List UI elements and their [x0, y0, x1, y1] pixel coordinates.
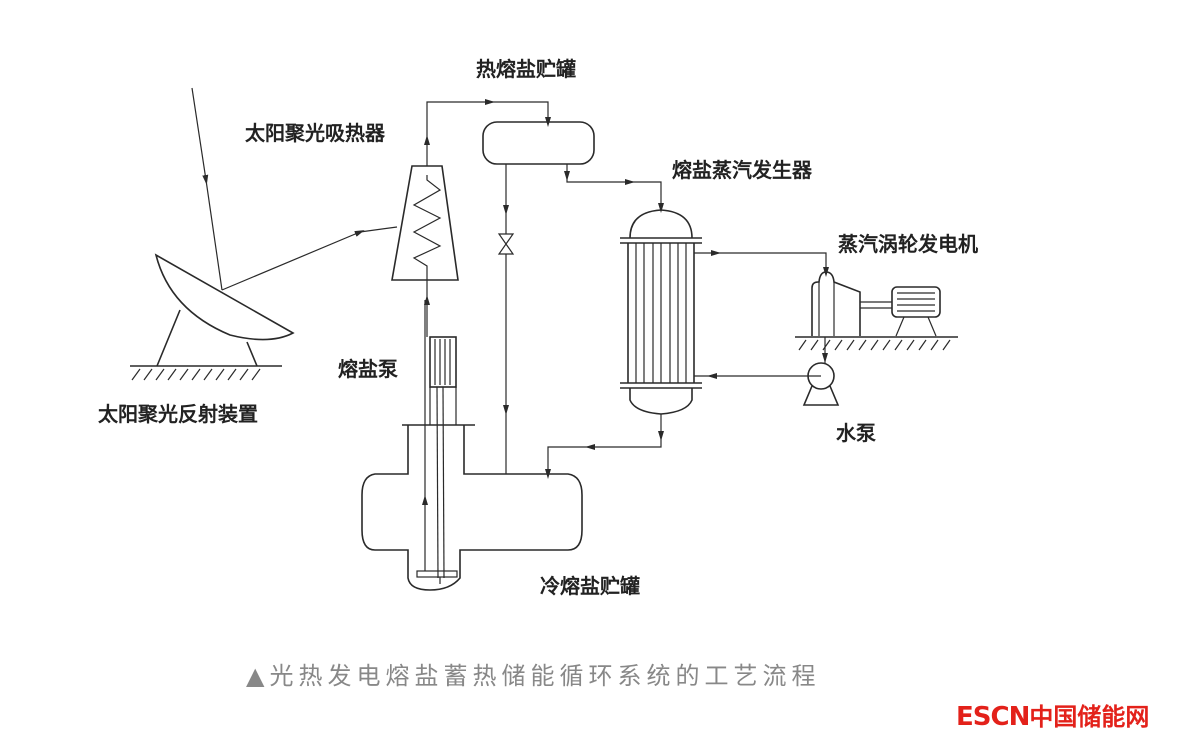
hot-salt-tank: [482, 121, 595, 165]
pipe-steam-to-turbine: [694, 250, 829, 277]
pipe-receiver-to-hot-tank: [424, 99, 551, 166]
logo-cn: 中国储能网: [1029, 703, 1150, 731]
ground-hatch: [131, 368, 261, 381]
pipe-steam-generator-to-cold-tank: [545, 414, 664, 479]
steam-generator: [620, 209, 702, 415]
solar-receiver: [391, 165, 459, 281]
caption-triangle-icon: ▲: [246, 662, 270, 690]
molten-salt-pump: [416, 336, 458, 584]
label-cold-salt-tank: 冷熔盐贮罐: [540, 574, 640, 598]
escn-logo: ESCN中国储能网: [956, 697, 1149, 732]
pipe-pump-to-receiver: [422, 280, 430, 571]
pipe-hot-tank-to-steam-generator: [564, 164, 664, 213]
caption-text: 光热发电熔盐蓄热储能循环系统的工艺流程: [269, 662, 821, 690]
label-molten-salt-pump: 熔盐泵: [338, 357, 398, 381]
label-turbine-generator: 蒸汽涡轮发电机: [838, 232, 978, 256]
solar-reflector-dish: [130, 253, 295, 381]
label-solar-receiver: 太阳聚光吸热器: [245, 121, 386, 145]
cold-salt-tank: [361, 424, 583, 591]
label-hot-salt-tank: 热熔盐贮罐: [476, 57, 576, 81]
figure-caption: ▲光热发电熔盐蓄热储能循环系统的工艺流程: [246, 656, 820, 691]
valve-icon: [497, 233, 515, 255]
water-pump: [802, 362, 840, 406]
steam-turbine-generator: [795, 271, 958, 351]
sun-ray: [191, 87, 398, 291]
label-steam-generator: 熔盐蒸汽发生器: [672, 158, 813, 182]
bypass-line-with-valve: [497, 164, 515, 474]
label-water-pump: 水泵: [836, 421, 876, 445]
label-solar-reflector: 太阳聚光反射装置: [98, 402, 258, 426]
logo-en: ESCN: [956, 702, 1030, 732]
